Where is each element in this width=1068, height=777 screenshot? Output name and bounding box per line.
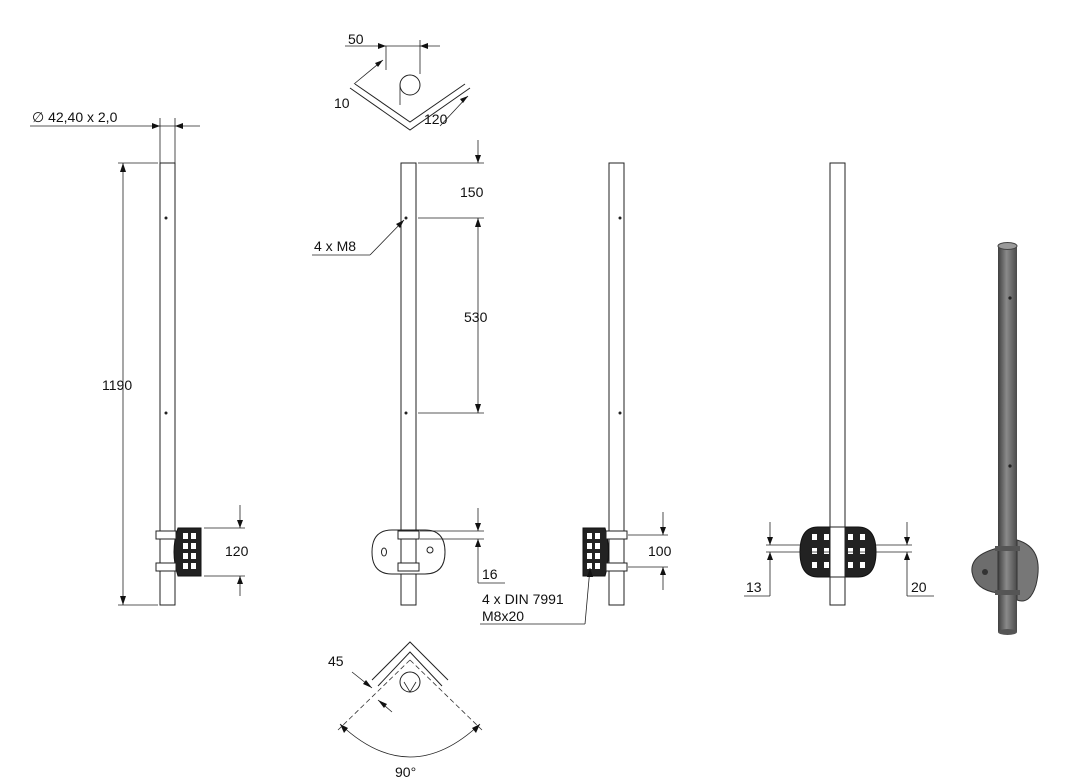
pipe-view-3 <box>608 162 625 606</box>
front-view-hole-spacing: 150 530 4 x M8 16 <box>312 140 505 606</box>
top-view: 50 10 120 <box>334 31 471 131</box>
hole-mark <box>164 216 168 220</box>
top-view-leg-label: 120 <box>424 111 448 127</box>
total-height-label: 1190 <box>102 377 132 393</box>
pipe-view-1 <box>159 162 176 606</box>
bottom-view: 90° 45 <box>328 641 483 777</box>
bottom-pipe-circle <box>399 671 421 693</box>
hole-spacing-label: 530 <box>464 309 488 325</box>
pipe-section-label: ∅ 42,40 x 2,0 <box>32 109 118 125</box>
render-3d <box>971 242 1039 635</box>
pipe-view-2 <box>400 162 417 606</box>
render-pipe <box>998 246 1017 632</box>
offset-20-label: 20 <box>911 579 927 595</box>
offset-13-label: 13 <box>746 579 762 595</box>
bracket-offset-label: 16 <box>482 566 498 582</box>
top-view-width-label: 50 <box>348 31 364 47</box>
holes-label: 4 x M8 <box>314 238 356 254</box>
bottom-angle-label: 90° <box>395 764 416 777</box>
top-pipe-circle <box>399 74 421 96</box>
bracket-height-label: 120 <box>225 543 249 559</box>
front-view-total-height: ∅ 42,40 x 2,0 1190 120 <box>30 109 249 606</box>
top-offset-label: 150 <box>460 184 484 200</box>
bolts-label-line2: M8x20 <box>482 608 524 624</box>
bottom-offset-label: 45 <box>328 653 344 669</box>
side-view-bolts: 100 4 x DIN 7991 M8x20 <box>480 162 672 625</box>
top-view-thickness-label: 10 <box>334 95 350 111</box>
render-bracket-right <box>1016 539 1039 602</box>
bracket-view-3 <box>582 527 628 577</box>
bolts-label-line1: 4 x DIN 7991 <box>482 591 564 607</box>
bracket-view-2 <box>371 529 446 575</box>
bolt-spacing-label: 100 <box>648 543 672 559</box>
rear-view-offsets: 13 20 <box>744 162 934 606</box>
pipe-view-4 <box>829 162 846 606</box>
hole-mark <box>164 411 168 415</box>
bracket-view-1 <box>155 527 202 577</box>
